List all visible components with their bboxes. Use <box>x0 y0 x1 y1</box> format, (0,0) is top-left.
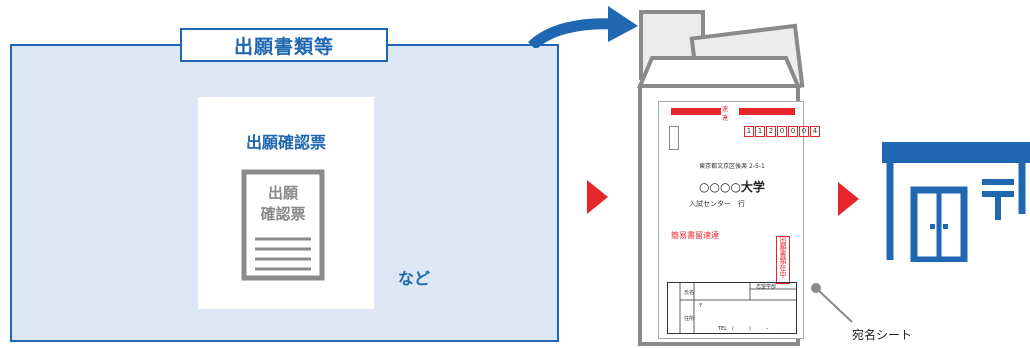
sheet-mail-type: 簡易書留速達 <box>671 230 719 241</box>
postal-digit: 4 <box>810 126 820 137</box>
form-name-label: 氏名 <box>684 289 694 296</box>
address-sheet: 速 達 1 1 2 0 0 0 4 東京都文京区後楽 2-5-1 ○○○○大学 … <box>658 101 804 339</box>
callout-line <box>810 282 860 326</box>
confirmation-card-title: 出願確認票 <box>198 129 374 153</box>
sheet-enclosed-note: 出願書類在中 <box>776 236 790 284</box>
form-address-label: 住所 <box>684 315 694 322</box>
confirmation-card: 出願確認票 出願 確認票 <box>198 97 374 309</box>
address-sheet-label: 宛名シート <box>852 326 912 343</box>
sheet-department: 入試センター 行 <box>689 199 745 209</box>
postal-digit: 1 <box>744 126 754 137</box>
postal-code-boxes: 1 1 2 0 0 0 4 <box>743 126 820 137</box>
postal-digit: 2 <box>766 126 776 137</box>
stamp-box <box>669 126 679 150</box>
express-mark: 速 達 <box>711 104 749 122</box>
postal-digit: 1 <box>755 126 765 137</box>
documents-title: 出願書類等 <box>180 28 388 62</box>
document-form-line-2: 確認票 <box>241 204 325 225</box>
sheet-address: 東京都文京区後楽 2-5-1 <box>659 161 805 170</box>
document-form-line-1: 出願 <box>241 183 325 204</box>
document-form-text: 出願 確認票 <box>241 183 325 225</box>
form-tel-label: TEL ( ) – <box>718 325 768 332</box>
sender-form: 氏名 志望学部 〒 住所 TEL ( ) – <box>667 282 797 334</box>
postal-digit: 0 <box>799 126 809 137</box>
postal-digit: 0 <box>777 126 787 137</box>
postal-digit: 0 <box>788 126 798 137</box>
form-postal-mark: 〒 <box>698 302 703 309</box>
document-icon: 出願 確認票 <box>241 169 325 281</box>
red-triangle-arrow-icon <box>838 182 859 216</box>
post-office-icon <box>882 142 1030 262</box>
etc-label: など <box>398 265 430 289</box>
form-school-label: 志望学部 <box>756 283 776 290</box>
sheet-university: ○○○○大学 <box>659 178 805 195</box>
